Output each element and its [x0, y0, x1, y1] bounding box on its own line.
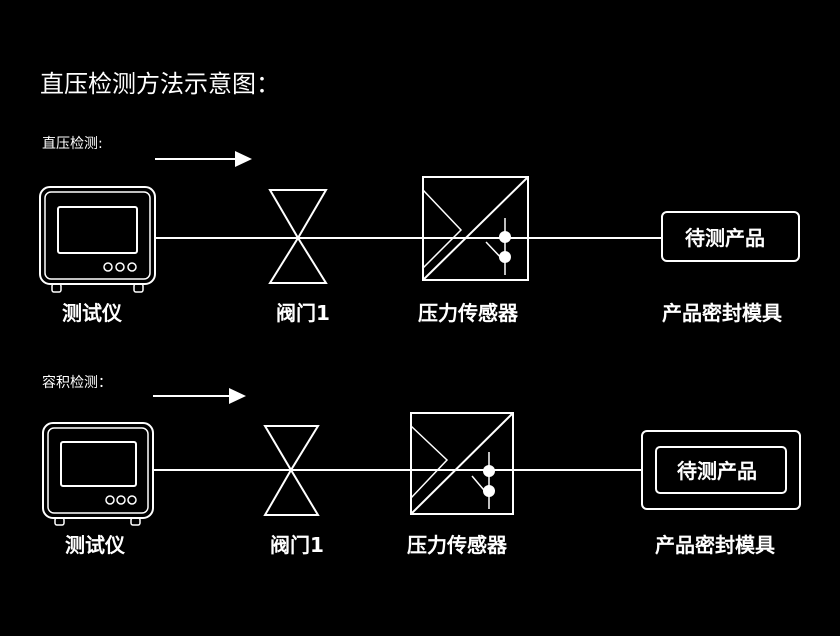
- sensor-label: 压力传感器: [407, 533, 508, 557]
- flow-arrow-icon: [153, 388, 246, 404]
- tester-label: 测试仪: [62, 301, 123, 325]
- pressure-sensor-icon: [422, 176, 529, 281]
- product-box: [661, 211, 800, 262]
- mold-box: [641, 430, 801, 510]
- section-subtitle: 容积检测：: [42, 374, 112, 391]
- valve-icon: [268, 189, 328, 284]
- product-box: [655, 446, 787, 494]
- mold-label: 产品密封模具: [655, 533, 775, 557]
- section-direct-pressure: 直压检测: 测试仪 阀门1: [39, 135, 800, 325]
- tester-label: 测试仪: [65, 533, 126, 557]
- product-label: 待测产品: [685, 226, 765, 250]
- tester-device-icon: [39, 186, 156, 293]
- sensor-label: 压力传感器: [418, 301, 519, 325]
- mold-label: 产品密封模具: [662, 301, 782, 325]
- section-volume: 容积检测： 测试仪 阀门1: [42, 374, 801, 557]
- valve-icon: [263, 425, 320, 516]
- section-subtitle: 直压检测:: [42, 135, 103, 152]
- pressure-sensor-icon: [410, 412, 514, 515]
- product-label: 待测产品: [677, 459, 757, 483]
- valve-label: 阀门1: [270, 533, 324, 557]
- page-title: 直压检测方法示意图：: [40, 70, 280, 98]
- flow-arrow-icon: [155, 151, 252, 167]
- valve-label: 阀门1: [276, 301, 330, 325]
- tester-device-icon: [42, 422, 154, 526]
